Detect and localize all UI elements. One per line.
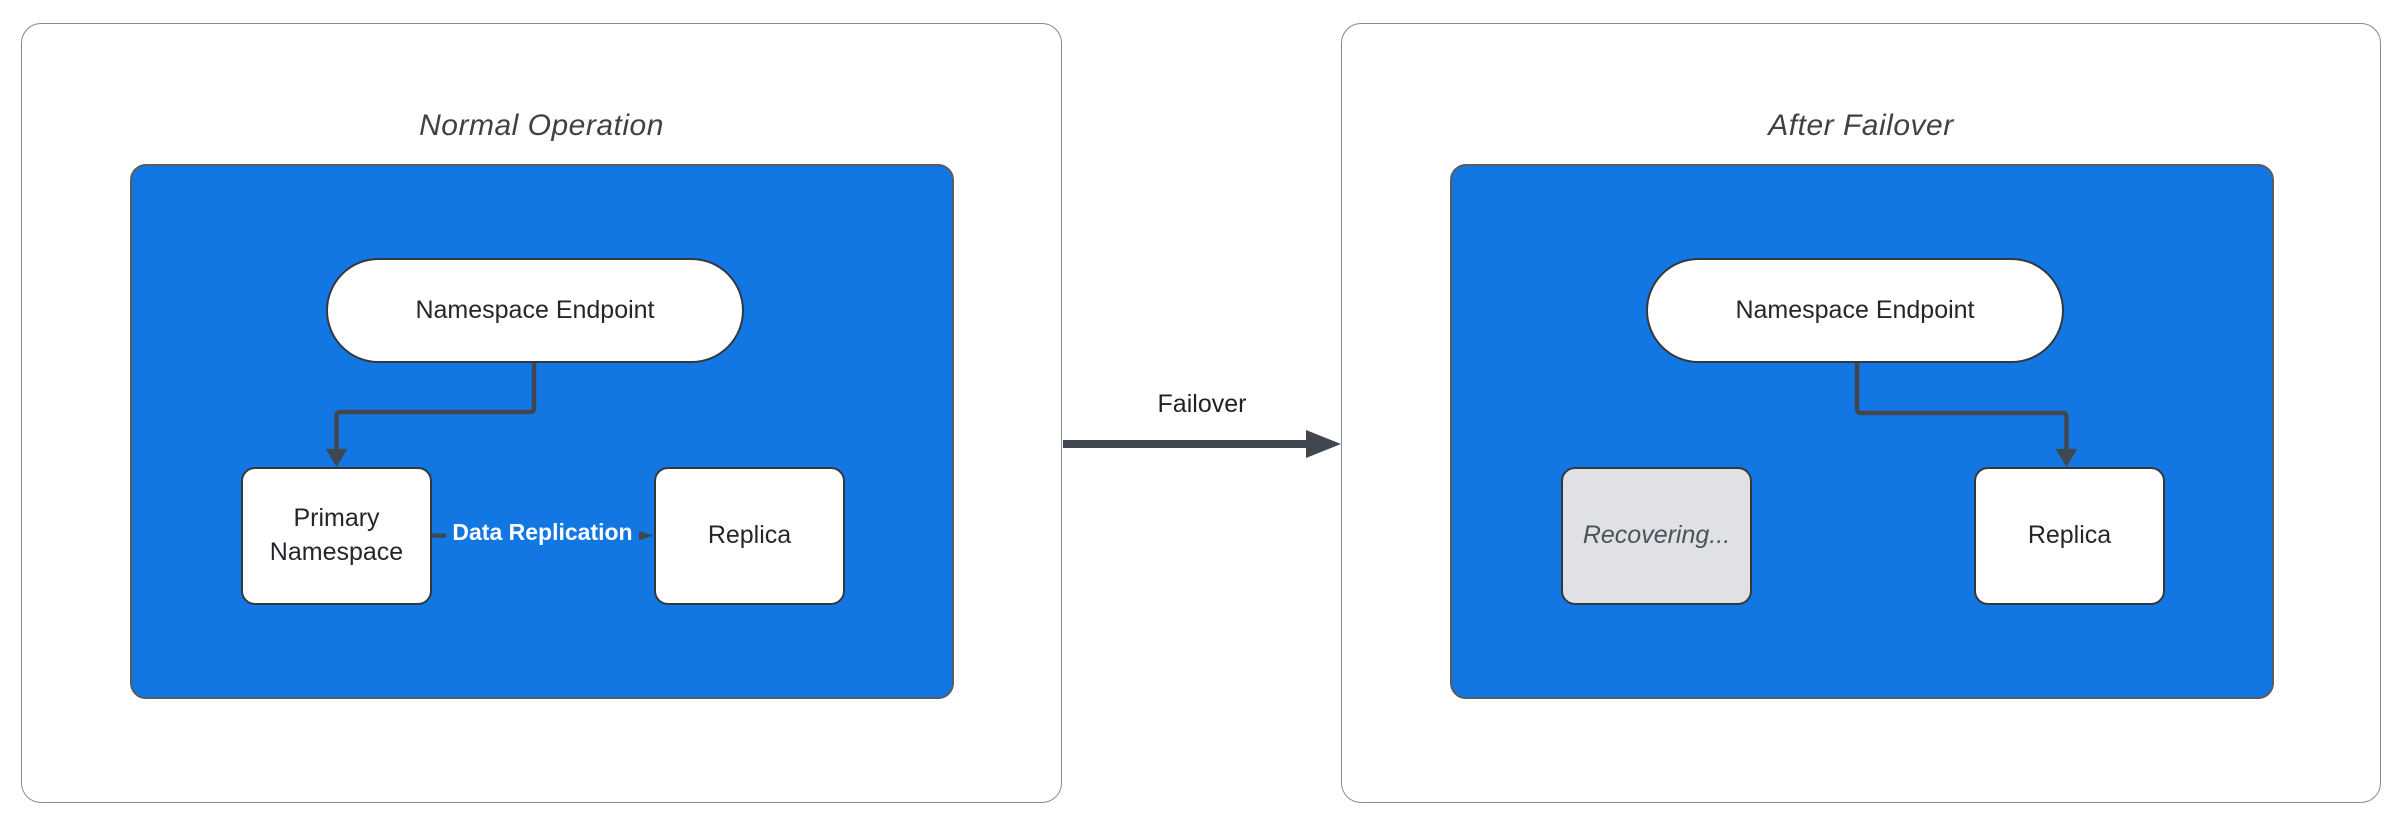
- normal-operation-blue-container: [130, 164, 954, 699]
- after-failover-blue-container: [1450, 164, 2274, 699]
- failover-arrow: [1063, 430, 1341, 458]
- namespace-endpoint-node: Namespace Endpoint: [326, 258, 744, 363]
- normal-operation-title: Normal Operation: [419, 109, 664, 142]
- namespace-endpoint-label-failover: Namespace Endpoint: [1735, 295, 1975, 324]
- namespace-endpoint-label: Namespace Endpoint: [415, 295, 655, 324]
- namespace-endpoint-node-failover: Namespace Endpoint: [1646, 258, 2064, 363]
- after-failover-panel: After Failover Namespace Endpoint Recove…: [1341, 23, 2381, 803]
- failover-edge-label: Failover: [1157, 390, 1247, 418]
- replica-node-normal: Replica: [654, 467, 845, 605]
- replica-node-failover: Replica: [1974, 467, 2165, 605]
- data-replication-edge-label-text: Data Replication: [446, 515, 639, 549]
- replica-label-failover: Replica: [2027, 521, 2112, 550]
- primary-namespace-label: Primary Namespace: [269, 504, 404, 566]
- failover-edge: Failover: [1062, 390, 1342, 460]
- after-failover-title: After Failover: [1768, 109, 1954, 142]
- failover-arrowhead-icon: [1306, 430, 1341, 458]
- normal-operation-panel: Normal Operation Namespace Endpoint Prim…: [21, 23, 1062, 803]
- primary-namespace-node: Primary Namespace: [241, 467, 432, 605]
- data-replication-edge-label: Data Replication: [431, 515, 654, 549]
- replica-label-normal: Replica: [707, 521, 792, 550]
- recovering-node: Recovering...: [1561, 467, 1752, 605]
- recovering-label: Recovering...: [1582, 521, 1731, 550]
